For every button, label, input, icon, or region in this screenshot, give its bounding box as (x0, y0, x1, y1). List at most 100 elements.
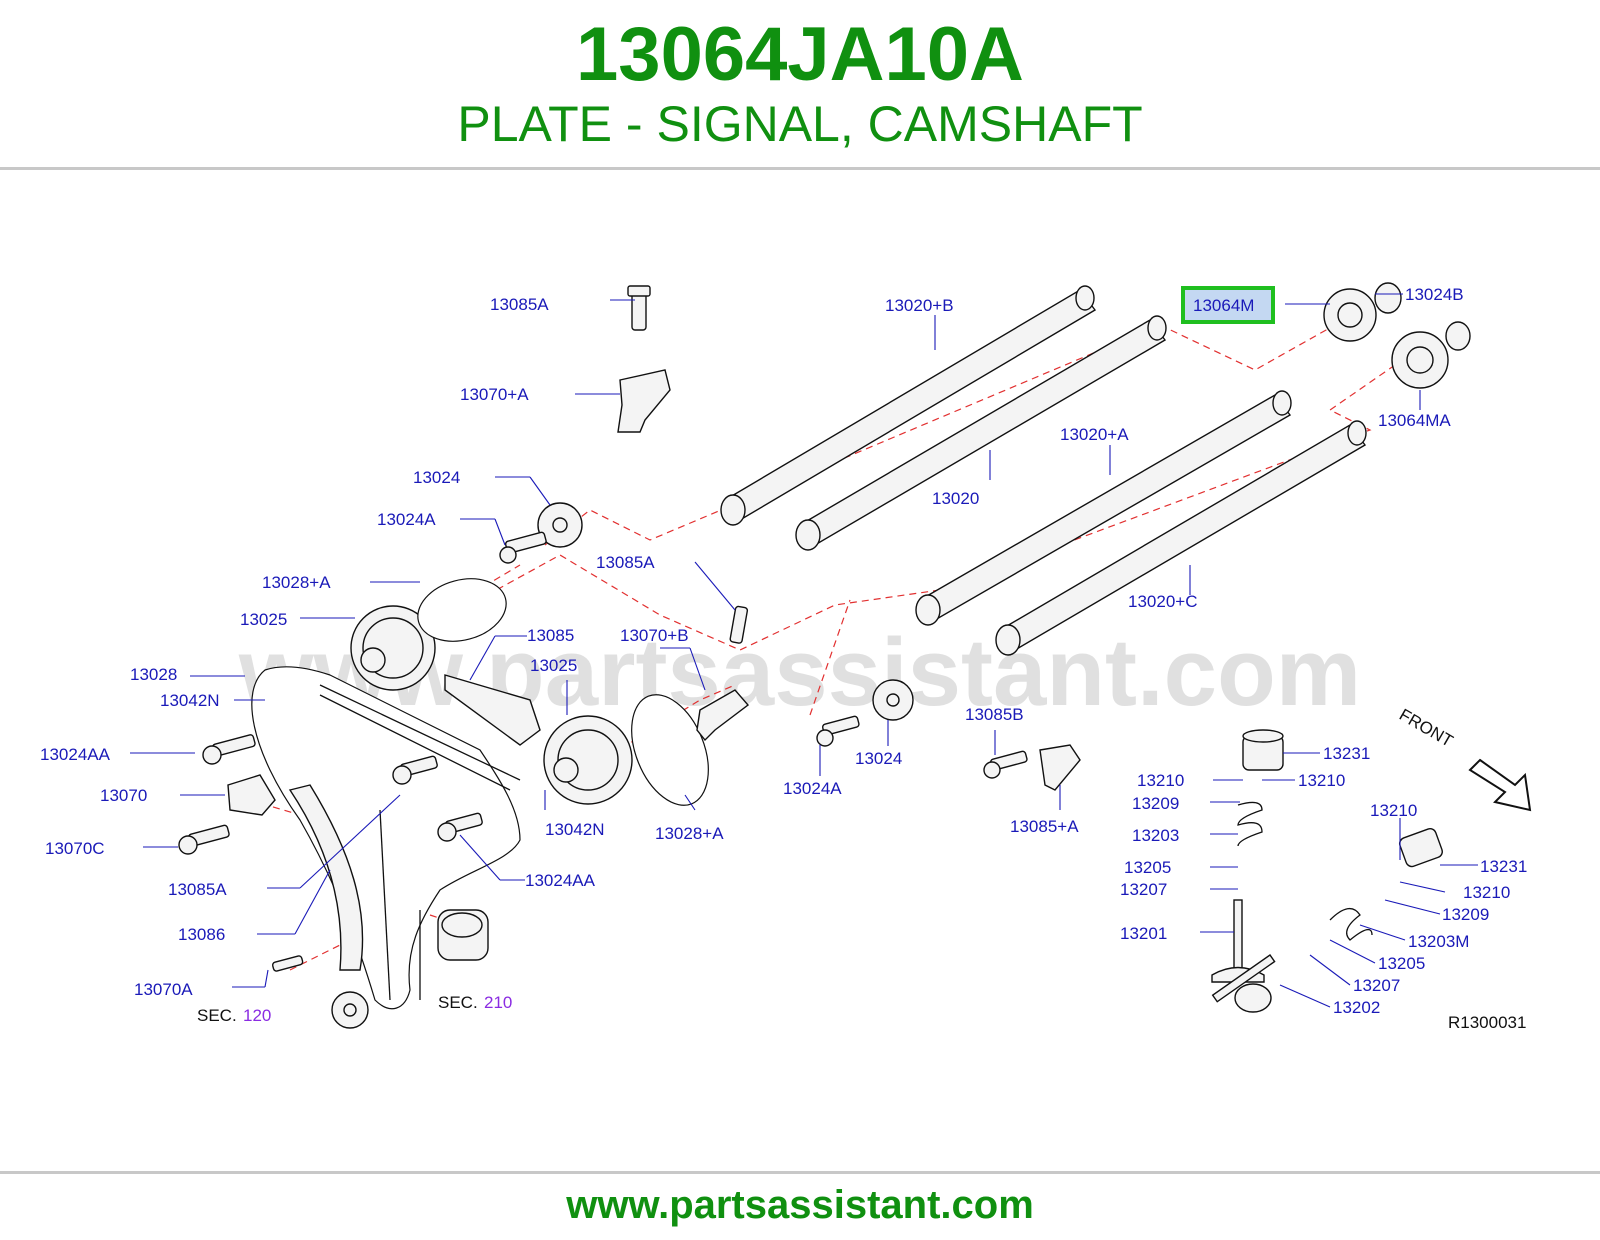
label-13025-left[interactable]: 13025 (240, 610, 287, 629)
label-13024aa-left[interactable]: 13024AA (40, 745, 111, 764)
label-13210-d[interactable]: 13210 (1463, 883, 1510, 902)
label-13210-b[interactable]: 13210 (1298, 771, 1345, 790)
footer-website-link[interactable]: www.partsassistant.com (566, 1183, 1034, 1227)
label-13085a-right[interactable]: 13085+A (1010, 817, 1079, 836)
bolt-13070c[interactable] (178, 824, 230, 855)
label-13020b[interactable]: 13020+B (885, 296, 954, 315)
label-13028a-top[interactable]: 13028+A (262, 573, 331, 592)
label-13020[interactable]: 13020 (932, 489, 979, 508)
sprocket-13025-left[interactable] (350, 605, 436, 691)
parts-diagram: www.partsassistant.com (0, 170, 1600, 1170)
chain-guide-13086[interactable] (288, 784, 364, 971)
header-divider (0, 167, 1600, 170)
sec210-number: 210 (484, 993, 512, 1012)
sec210-label[interactable]: SEC. 210 (438, 993, 512, 1012)
bolt-13070a[interactable] (271, 955, 304, 972)
tensioner-13070a-plus[interactable] (617, 369, 671, 433)
chain-guides (319, 684, 521, 1001)
leader-lines (130, 293, 1478, 1008)
bolt-13024aa-left[interactable] (202, 734, 256, 765)
label-13024a-mid[interactable]: 13024A (783, 779, 842, 798)
label-13085a-mid[interactable]: 13085A (596, 553, 655, 572)
label-13205-a[interactable]: 13205 (1124, 858, 1171, 877)
bolt-13085a-low[interactable] (392, 755, 438, 785)
callout-labels: 13085A 13070+A 13020+B 13064M 13024B 130… (40, 285, 1527, 1032)
label-13210-c[interactable]: 13210 (1370, 801, 1417, 820)
label-13028a-mid[interactable]: 13028+A (655, 824, 724, 843)
label-13210-a[interactable]: 13210 (1137, 771, 1184, 790)
signal-plate-13064m[interactable] (1323, 288, 1377, 342)
sec210-prefix: SEC. (438, 993, 478, 1012)
label-13070c[interactable]: 13070C (45, 839, 105, 858)
camshaft-13020a[interactable] (915, 390, 1292, 626)
label-13207-a[interactable]: 13207 (1120, 880, 1167, 899)
label-13085a-top[interactable]: 13085A (490, 295, 549, 314)
bolt-13024a-top[interactable] (499, 531, 547, 564)
label-13201[interactable]: 13201 (1120, 924, 1167, 943)
label-13086[interactable]: 13086 (178, 925, 225, 944)
label-13085[interactable]: 13085 (527, 626, 574, 645)
washer-13024b[interactable] (1374, 282, 1402, 314)
label-13070a[interactable]: 13070A (134, 980, 193, 999)
label-13042n-mid[interactable]: 13042N (545, 820, 605, 839)
sprocket-13024-top[interactable] (537, 502, 583, 548)
label-13085b[interactable]: 13085B (965, 705, 1024, 724)
valve-spring-13203[interactable] (1237, 801, 1263, 847)
diagram-code: R1300031 (1448, 1013, 1526, 1032)
front-label: FRONT (1396, 705, 1456, 751)
label-13207-b[interactable]: 13207 (1353, 976, 1400, 995)
bolt-13085a-mid[interactable] (729, 605, 749, 644)
label-13085a-low[interactable]: 13085A (168, 880, 227, 899)
chain-13028[interactable] (251, 666, 521, 1010)
label-13209-b[interactable]: 13209 (1442, 905, 1489, 924)
label-13070b[interactable]: 13070+B (620, 626, 689, 645)
label-13203[interactable]: 13203 (1132, 826, 1179, 845)
label-13209-a[interactable]: 13209 (1132, 794, 1179, 813)
camshaft-13020b[interactable] (720, 285, 1097, 526)
valve-spring-13203m[interactable] (1329, 908, 1373, 941)
label-13205-b[interactable]: 13205 (1378, 954, 1425, 973)
bolt-13024aa-mid[interactable] (437, 812, 483, 842)
chain-13028a-mid[interactable] (617, 683, 724, 816)
label-13064m[interactable]: 13064M (1193, 296, 1254, 315)
label-13070[interactable]: 13070 (100, 786, 147, 805)
tensioner-13070b[interactable] (696, 689, 750, 742)
label-13203m[interactable]: 13203M (1408, 932, 1469, 951)
sprocket-13024-mid[interactable] (872, 679, 914, 721)
bolt-13085b[interactable] (983, 750, 1028, 779)
valve-13202[interactable] (1211, 954, 1276, 1013)
tensioner-13070[interactable] (227, 774, 276, 816)
sec120-label[interactable]: SEC. 120 (197, 1006, 271, 1025)
slack-guide-13085[interactable] (444, 674, 541, 746)
label-13024aa-mid[interactable]: 13024AA (525, 871, 596, 890)
label-13020c[interactable]: 13020+C (1128, 592, 1197, 611)
label-13025-mid[interactable]: 13025 (530, 656, 577, 675)
label-13024-mid[interactable]: 13024 (855, 749, 902, 768)
label-13202[interactable]: 13202 (1333, 998, 1380, 1017)
label-13024a-top[interactable]: 13024A (377, 510, 436, 529)
highlight-box (1181, 286, 1275, 324)
label-13020a[interactable]: 13020+A (1060, 425, 1129, 444)
label-13070a-plus[interactable]: 13070+A (460, 385, 529, 404)
label-13064ma[interactable]: 13064MA (1378, 411, 1451, 430)
signal-plate-13064ma[interactable] (1391, 321, 1471, 389)
sprocket-13025-mid[interactable] (543, 715, 633, 805)
label-13024-top[interactable]: 13024 (413, 468, 460, 487)
valve-lifter-13231-a[interactable] (1242, 729, 1284, 771)
sec210-pump[interactable] (437, 909, 489, 961)
sec120-sprocket[interactable] (331, 991, 369, 1029)
footer-divider (0, 1171, 1600, 1174)
label-13231-a[interactable]: 13231 (1323, 744, 1370, 763)
bolt-13085a-top[interactable] (627, 285, 651, 331)
front-arrow-icon (1468, 758, 1532, 812)
camshaft-13020c[interactable] (995, 420, 1367, 656)
label-13231-b[interactable]: 13231 (1480, 857, 1527, 876)
chain-13028a-top[interactable] (411, 569, 513, 650)
label-13028[interactable]: 13028 (130, 665, 177, 684)
label-13042n-left[interactable]: 13042N (160, 691, 220, 710)
bracket-13085a-right[interactable] (1039, 744, 1081, 791)
label-13024b[interactable]: 13024B (1405, 285, 1464, 304)
valve-lifter-13231-b[interactable] (1398, 827, 1444, 868)
camshaft-13020[interactable] (795, 315, 1167, 551)
bolt-13024a-mid[interactable] (816, 715, 860, 747)
